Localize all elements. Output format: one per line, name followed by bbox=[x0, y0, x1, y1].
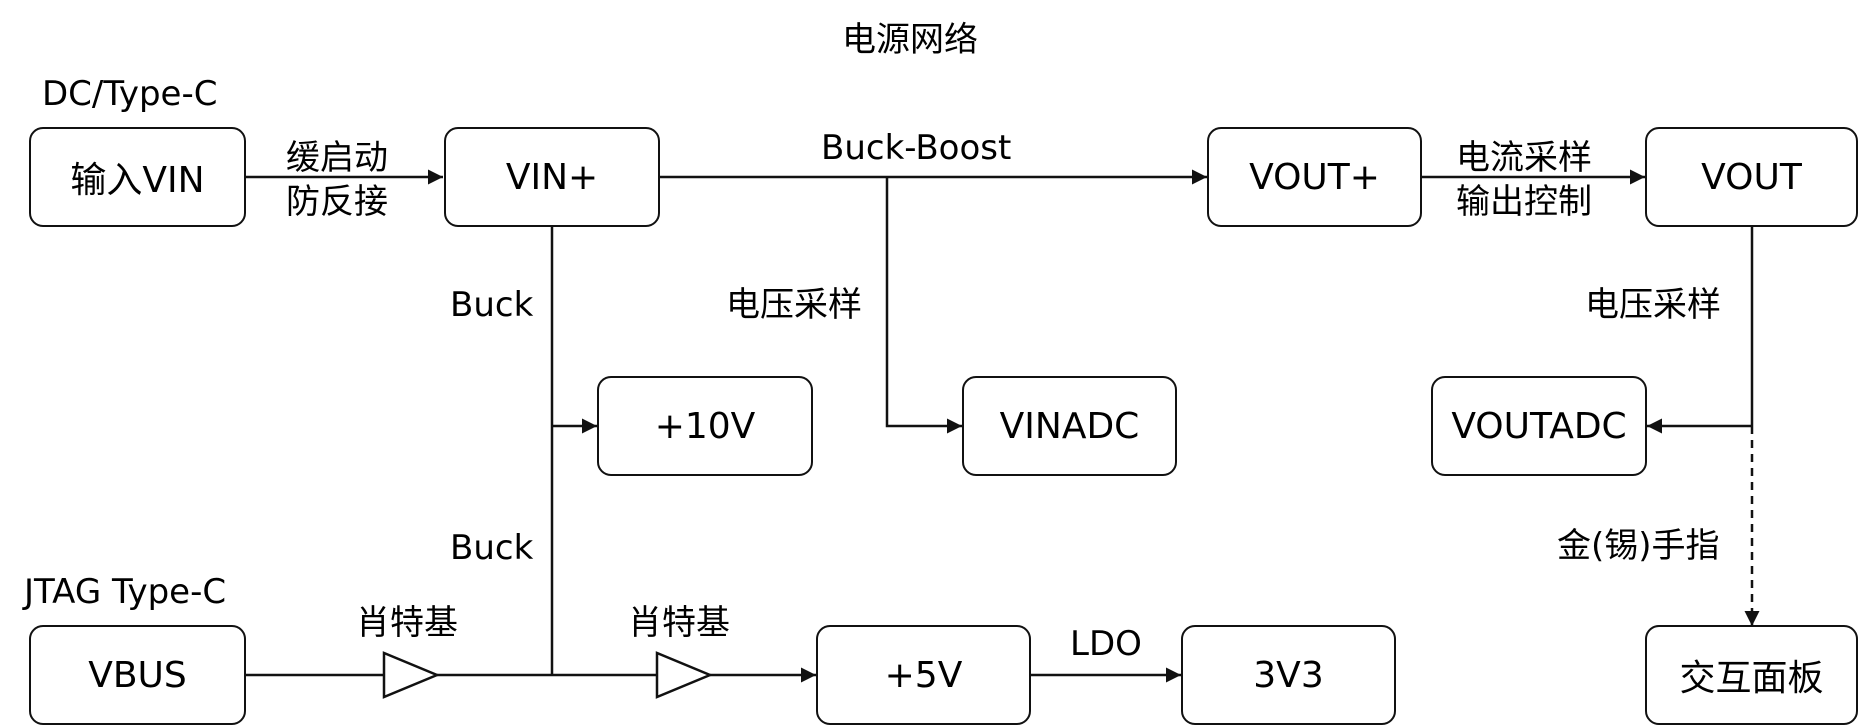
node-vout: VOUT bbox=[1645, 127, 1858, 227]
node-vin-input: 输入VIN bbox=[29, 127, 246, 227]
edge-label-voltage-sample-right: 电压采样 bbox=[1585, 285, 1721, 325]
node-vout-plus: VOUT+ bbox=[1207, 127, 1422, 227]
node-vinadc: VINADC bbox=[962, 376, 1177, 476]
node-3v3: 3V3 bbox=[1181, 625, 1396, 725]
edge-label-schottky-2: 肖特基 bbox=[628, 603, 730, 643]
group-label-dc: DC/Type-C bbox=[42, 74, 218, 114]
edge-label-schottky-1: 肖特基 bbox=[356, 603, 458, 643]
edge-to-vinadc bbox=[885, 177, 962, 434]
node-vin-plus: VIN+ bbox=[444, 127, 660, 227]
schottky-diode-1 bbox=[382, 651, 441, 699]
node-voutadc: VOUTADC bbox=[1431, 376, 1647, 476]
group-label-jtag: JTAG Type-C bbox=[24, 572, 227, 612]
edge-label-current-sample: 电流采样 输出控制 bbox=[1456, 138, 1592, 222]
edge-label-voltage-sample-mid: 电压采样 bbox=[726, 285, 862, 325]
edge-label-soft-start: 缓启动 防反接 bbox=[286, 138, 388, 222]
edge-label-ldo: LDO bbox=[1070, 624, 1142, 664]
edge-label-buck-bottom: Buck bbox=[450, 528, 534, 568]
edge-label-buck-top: Buck bbox=[450, 285, 534, 325]
node-plus5v: +5V bbox=[816, 625, 1031, 725]
schottky-diode-2 bbox=[655, 651, 714, 699]
edge-label-buck-boost: Buck-Boost bbox=[821, 128, 1012, 168]
node-vbus: VBUS bbox=[29, 625, 246, 725]
node-plus10v: +10V bbox=[597, 376, 813, 476]
edge-label-gold-finger: 金(锡)手指 bbox=[1557, 526, 1720, 566]
diagram-title: 电源网络 bbox=[842, 20, 978, 60]
node-interactive-panel: 交互面板 bbox=[1645, 625, 1858, 725]
